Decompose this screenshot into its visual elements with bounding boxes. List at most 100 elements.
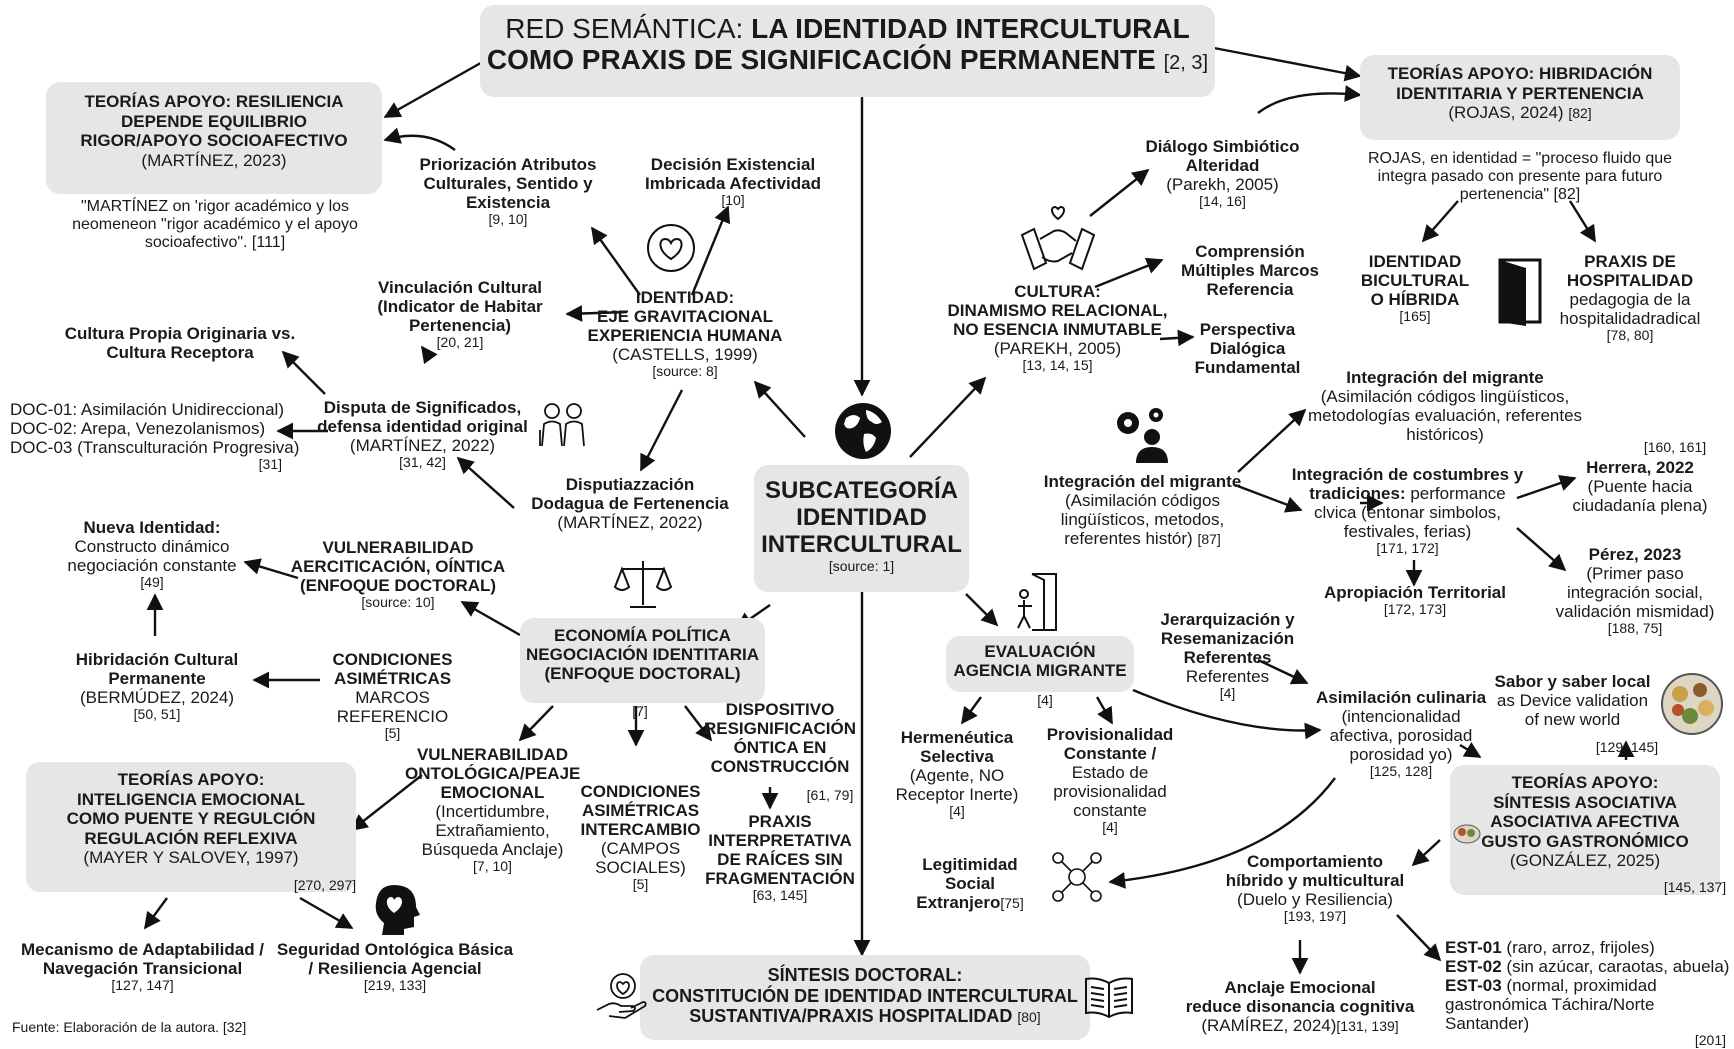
identidad-bicultural-node: IDENTIDAD BICULTURAL O HÍBRIDA [165] (1360, 252, 1470, 325)
resiliencia-l3: RIGOR/APOYO SOCIOAFECTIVO (80, 131, 348, 151)
resiliencia-l2: DEPENDE EQUILIBRIO (120, 111, 308, 131)
dispositivo-node: DISPOSITIVO RESIGNIFICACIÓN ÓNTICA EN CO… (703, 700, 857, 777)
hermeneutica-node: Hermenéutica Selectiva (Agente, NO Recep… (895, 728, 1019, 820)
apropiacion-node: Apropiación Territorial [172, 173] (1324, 583, 1506, 618)
anclaje-ref: [131, 139] (1336, 1018, 1399, 1035)
small-food-icon (1453, 824, 1481, 844)
evaluacion-agencia-box: EVALUACIÓN AGENCIA MIGRANTE (946, 636, 1134, 692)
asimilacion-culinaria-node: Asimilación culinaria (intencionalidad a… (1315, 688, 1487, 780)
inteligencia-emocional-box: TEORÍAS APOYO: INTELIGENCIA EMOCIONAL CO… (26, 762, 356, 892)
disputiazzacion-node: Disputiazzación Dodagua de Fertenencia (… (531, 475, 729, 533)
center-node: SUBCATEGORÍA IDENTIDAD INTERCULTURAL [so… (754, 465, 969, 592)
economia-politica-box: ECONOMÍA POLÍTICA NEGOCIACIÓN IDENTITARI… (520, 618, 765, 703)
open-book-icon (1085, 977, 1133, 1019)
condiciones-marcos-node: CONDICIONES ASIMÉTRICAS MARCOS REFERENCI… (332, 650, 453, 742)
nueva-identidad-node: Nueva Identidad: Constructo dinámico neg… (67, 518, 237, 591)
hibridacion-pertenencia-box: TEORÍAS APOYO: HIBRIDACIÓN IDENTITARIA Y… (1360, 55, 1680, 140)
herrera-node: Herrera, 2022 (Puente hacia ciudadanía p… (1572, 458, 1708, 516)
est-ref: [201] (1694, 1032, 1726, 1049)
dispositivo-ref: [61, 79] (806, 787, 854, 803)
integracion-migrante-mid: Integración del migrante (Asimilación có… (1043, 472, 1242, 549)
heart-icon (647, 224, 695, 272)
sintesis-doctoral-box: SÍNTESIS DOCTORAL: CONSTITUCIÓN DE IDENT… (640, 955, 1090, 1040)
center-line-2: IDENTIDAD (796, 504, 927, 532)
vinculacion-node: Vinculación Cultural (Indicator de Habit… (377, 278, 543, 351)
costumbres-node: Integración de costumbres y tradiciones:… (1291, 465, 1524, 557)
comprension-node: Comprensión Múltiples Marcos Referencia (1181, 242, 1319, 300)
gears-person-icon (1117, 408, 1168, 463)
priorizacion-node: Priorización Atributos Culturales, Senti… (419, 155, 597, 228)
identidad-node: IDENTIDAD: EJE GRAVITACIONAL EXPERIENCIA… (587, 288, 783, 380)
resiliencia-cite: (MARTÍNEZ, 2023) (141, 150, 287, 170)
scales-icon (613, 561, 673, 608)
sintesis-l3: SUSTANTIVA/PRAXIS HOSPITALIDAD (689, 1006, 1013, 1027)
title-box: RED SEMÁNTICA: LA IDENTIDAD INTERCULTURA… (480, 5, 1215, 97)
elderly-couple-icon (539, 403, 585, 447)
decision-node: Decisión Existencial Imbricada Afectivid… (644, 155, 822, 209)
perspectiva-node: Perspectiva Dialógica Fundamental (1194, 320, 1301, 378)
center-line-3: INTERCULTURAL (761, 531, 962, 559)
anclaje-cite: (RAMÍREZ, 2024) (1201, 1016, 1337, 1036)
sintesis-asociativa-box: TEORÍAS APOYO: SÍNTESIS ASOCIATIVA ASOCI… (1450, 765, 1720, 895)
center-line-1: SUBCATEGORÍA (765, 477, 958, 504)
condiciones-intercambio-node: CONDICIONES ASIMÉTRICAS INTERCAMBIO (CAM… (580, 782, 701, 893)
legitimidad-l2: Extranjero (916, 893, 1001, 913)
center-ref: [source: 1] (828, 558, 895, 575)
cultura-propia-node: Cultura Propia Originaria vs. Cultura Re… (64, 324, 296, 363)
person-door-icon (1017, 573, 1057, 631)
economia-ref: [7] (632, 703, 648, 719)
globe-icon (835, 403, 891, 459)
praxis-interpretativa-node: PRAXIS INTERPRETATIVA DE RAÍCES SIN FRAG… (705, 812, 855, 904)
resiliencia-quote: "MARTÍNEZ on 'rigor académico y los neom… (72, 198, 358, 251)
open-door-icon (1498, 258, 1542, 326)
vulnerabilidad-aercitic-node: VULNERABILIDAD AERCITICACIÓN, OÍNTICA (E… (290, 538, 506, 611)
costumbres-l2a: tradiciones: (1309, 484, 1406, 504)
docs-list: DOC-01: Asimilación Unidireccional) DOC-… (10, 400, 300, 473)
title-prefix: RED SEMÁNTICA: (505, 13, 752, 44)
hibridacion-permanente-node: Hibridación Cultural Permanente (BERMÚDE… (75, 650, 239, 723)
title-second-line: COMO PRAXIS DE SIGNIFICACIÓN PERMANENTE (486, 44, 1156, 76)
est-01-label: EST-01 (1445, 938, 1502, 957)
cultura-node: CULTURA: DINAMISMO RELACIONAL, NO ESENCI… (947, 282, 1168, 374)
source-note: Fuente: Elaboración de la autora. [32] (12, 1019, 247, 1035)
integ-mid-l4: referentes histór) (1064, 529, 1193, 549)
costumbres-l2b: performance (1405, 484, 1506, 504)
integracion-migrante-top: Integración del migrante (Asimilación có… (1307, 368, 1583, 445)
title-main: LA IDENTIDAD INTERCULTURAL (751, 13, 1190, 44)
sabor-ref: [129, 145] (1595, 739, 1659, 755)
resiliencia-theory-box: TEORÍAS APOYO: RESILIENCIA DEPENDE EQUIL… (46, 82, 382, 194)
mecanismo-node: Mecanismo de Adaptabilidad / Navegación … (20, 940, 265, 994)
seguridad-node: Seguridad Ontológica Básica / Resilienci… (276, 940, 514, 994)
evaluacion-ref: [4] (1037, 692, 1053, 708)
sabor-node: Sabor y saber local as Device validation… (1494, 672, 1651, 730)
comportamiento-node: Comportamiento híbrido y multicultural (… (1225, 852, 1405, 925)
sintesis-ref: [80] (1017, 1009, 1041, 1026)
vulnerabilidad-ontologica-node: VULNERABILIDAD ONTOLÓGICA/PEAJE EMOCIONA… (405, 745, 581, 875)
dialogo-node: Diálogo Simbiótico Alteridad (Parekh, 20… (1145, 137, 1300, 210)
est-list: EST-01 (raro, arroz, frijoles) EST-02 (s… (1445, 938, 1730, 1049)
inteligencia-cite: (MAYER Y SALOVEY, 1997) (83, 848, 299, 868)
est-02-text: (sin azúcar, caraotas, abuela) (1501, 957, 1730, 977)
est-03-text: (normal, proximidad (1501, 976, 1657, 996)
perez-node: Pérez, 2023 (Primer paso integración soc… (1555, 545, 1715, 637)
anclaje-node: Anclaje Emocional reduce disonancia cogn… (1185, 978, 1415, 1036)
legitimidad-ref: [75] (1000, 895, 1024, 912)
est-03-cont: gastronómica Táchira/Norte Santander) (1445, 995, 1655, 1034)
legitimidad-node: Legitimidad Social Extranjero[75] (916, 855, 1024, 913)
est-03-label: EST-03 (1445, 976, 1502, 996)
food-plate-icon (1661, 673, 1723, 735)
rojas-quote: ROJAS, en identidad = "proceso fluido qu… (1367, 150, 1673, 203)
network-gear-icon (1052, 852, 1102, 902)
handshake-heart-icon (1020, 205, 1096, 271)
resiliencia-l1: TEORÍAS APOYO: RESILIENCIA (84, 92, 344, 111)
disputa-node: Disputa de Significados, defensa identid… (317, 398, 528, 471)
integ-mid-ref: [87] (1197, 531, 1221, 548)
head-heart-icon (375, 885, 420, 935)
hibrid-pert-cite: (ROJAS, 2024) (1448, 103, 1564, 123)
sintesis-asociativa-ref: [145, 137] (1663, 879, 1727, 895)
refs-160-161: [160, 161] (1643, 439, 1707, 455)
inteligencia-ref: [270, 297] (293, 877, 357, 893)
hand-heart-icon (596, 973, 647, 1019)
jerarquizacion-node: Jerarquización y Resemanización Referent… (1160, 610, 1295, 702)
